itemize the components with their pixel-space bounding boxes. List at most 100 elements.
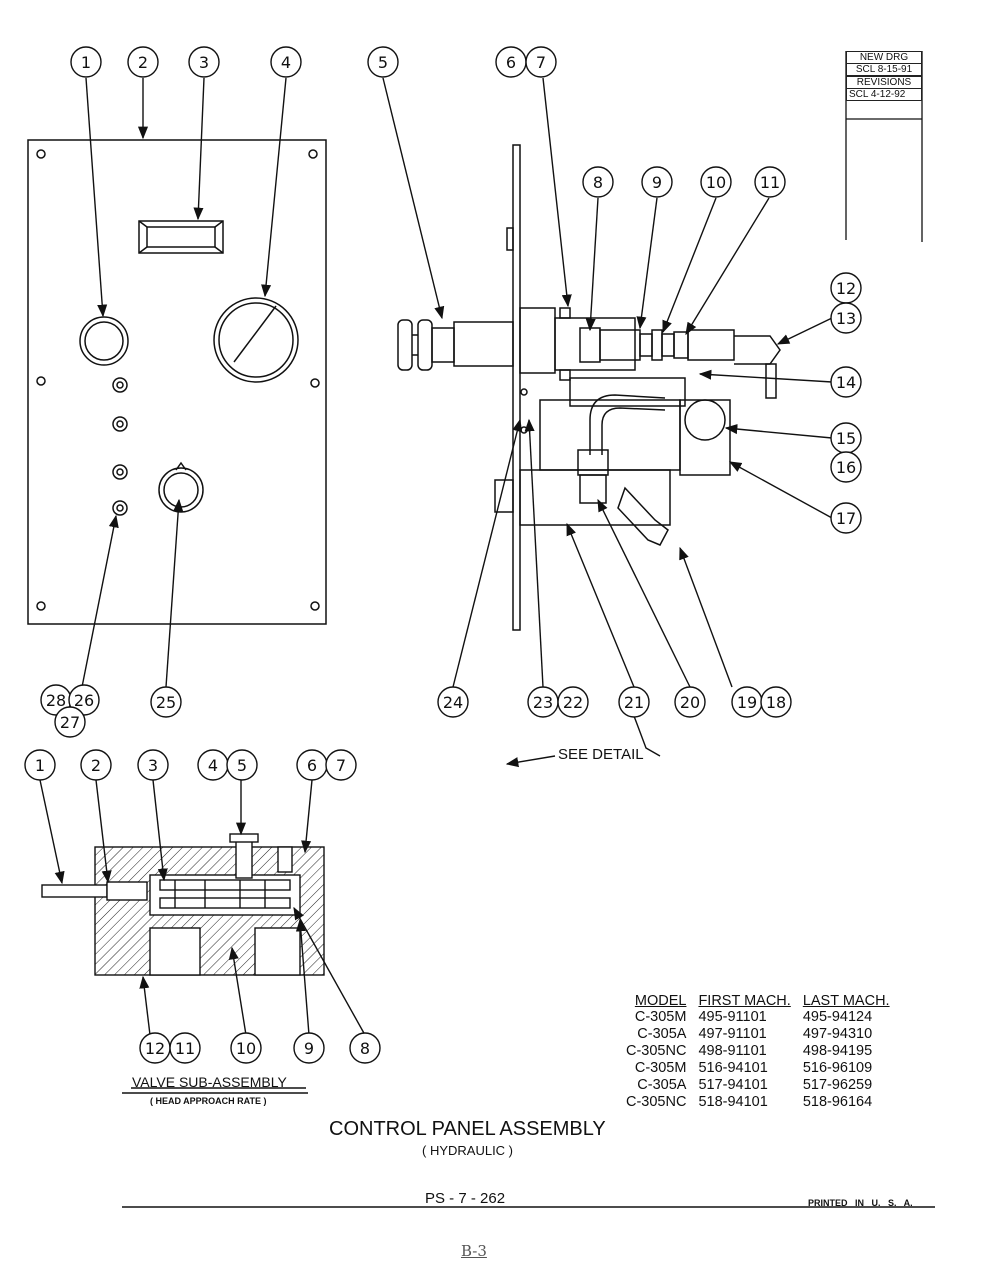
revision-block: NEW DRG SCL 8-15-91 REVISIONS SCL 4-12-9… [846, 51, 922, 101]
callout-9: 9 [641, 166, 673, 198]
svg-text:1: 1 [81, 53, 91, 72]
revision-1: SCL 4-12-92 [846, 88, 922, 101]
valve-sub-assembly-title: VALVE SUB-ASSEMBLY [132, 1074, 287, 1090]
svg-text:23: 23 [533, 693, 553, 712]
model-table: MODEL FIRST MACH. LAST MACH. C-305M 495-… [620, 993, 896, 1111]
page-number: B-3 [461, 1242, 487, 1260]
svg-text:8: 8 [360, 1039, 370, 1058]
svg-text:2: 2 [138, 53, 148, 72]
detail-callout-7: 7 [325, 749, 357, 781]
callout-7: 7 [525, 46, 557, 78]
callout-27: 27 [54, 706, 86, 738]
callout-15: 15 [830, 422, 862, 454]
svg-text:7: 7 [336, 756, 346, 775]
callout-25: 25 [150, 686, 182, 718]
callout-19: 19 [731, 686, 763, 718]
table-row: C-305A 497-91101 497-94310 [637, 1026, 873, 1042]
svg-text:22: 22 [563, 693, 583, 712]
new-drg-date: SCL 8-15-91 [846, 63, 922, 75]
detail-callout-12: 12 [139, 1032, 171, 1064]
svg-text:8: 8 [593, 173, 603, 192]
valve-sub-assembly-subtitle: ( HEAD APPROACH RATE ) [150, 1096, 267, 1106]
callout-16: 16 [830, 451, 862, 483]
table-row: C-305M 495-91101 495-94124 [634, 1009, 873, 1025]
header-model: MODEL [634, 993, 687, 1009]
svg-text:5: 5 [237, 756, 247, 775]
detail-callout-2: 2 [80, 749, 112, 781]
detail-callout-5: 5 [226, 749, 258, 781]
callout-21: 21 [618, 686, 650, 718]
drawing-number: PS - 7 - 262 [425, 1190, 506, 1207]
svg-text:27: 27 [60, 713, 80, 732]
callout-22: 22 [557, 686, 589, 718]
callout-14: 14 [830, 366, 862, 398]
svg-text:6: 6 [506, 53, 516, 72]
balloons-detail: 1 2 3 4 5 6 7 8 9 10 12 11 [24, 749, 381, 1064]
see-detail-label: SEE DETAIL [558, 746, 644, 763]
printed-in-usa: PRINTED IN U. S. A. [808, 1198, 913, 1208]
svg-text:17: 17 [836, 509, 856, 528]
svg-text:21: 21 [624, 693, 644, 712]
table-row: C-305M 516-94101 516-96109 [634, 1060, 873, 1076]
svg-text:6: 6 [307, 756, 317, 775]
detail-callout-9: 9 [293, 1032, 325, 1064]
svg-text:5: 5 [378, 53, 388, 72]
svg-text:4: 4 [281, 53, 291, 72]
svg-text:7: 7 [536, 53, 546, 72]
table-row: C-305A 517-94101 517-96259 [637, 1077, 873, 1093]
svg-text:19: 19 [737, 693, 757, 712]
svg-text:1: 1 [35, 756, 45, 775]
detail-callout-11: 11 [169, 1032, 201, 1064]
svg-text:28: 28 [46, 691, 66, 710]
main-subtitle: ( HYDRAULIC ) [422, 1143, 514, 1158]
detail-callout-10: 10 [230, 1032, 262, 1064]
svg-text:16: 16 [836, 458, 856, 477]
callout-13: 13 [830, 302, 862, 334]
svg-text:20: 20 [680, 693, 700, 712]
revisions-label: REVISIONS [846, 75, 922, 88]
callout-6: 6 [495, 46, 527, 78]
leader-lines [39, 77, 935, 1208]
header-last-mach: LAST MACH. [802, 993, 890, 1009]
callout-4: 4 [270, 46, 302, 78]
table-row: C-305NC 518-94101 518-96164 [626, 1094, 873, 1110]
svg-text:9: 9 [652, 173, 662, 192]
balloons-top: 1 2 3 4 5 6 7 8 9 10 11 12 13 14 15 16 1… [40, 46, 862, 738]
svg-text:3: 3 [199, 53, 209, 72]
callout-17: 17 [830, 502, 862, 534]
svg-text:10: 10 [706, 173, 726, 192]
callout-10: 10 [700, 166, 732, 198]
svg-text:13: 13 [836, 309, 856, 328]
callout-8: 8 [582, 166, 614, 198]
svg-text:14: 14 [836, 373, 856, 392]
callout-24: 24 [437, 686, 469, 718]
side-view-assembly [397, 144, 781, 631]
svg-text:11: 11 [175, 1039, 195, 1058]
callout-11: 11 [754, 166, 786, 198]
svg-text:4: 4 [208, 756, 218, 775]
svg-text:10: 10 [236, 1039, 256, 1058]
detail-callout-8: 8 [349, 1032, 381, 1064]
table-row: C-305NC 498-91101 498-94195 [626, 1043, 873, 1059]
svg-text:12: 12 [836, 279, 856, 298]
callout-3: 3 [188, 46, 220, 78]
main-title: CONTROL PANEL ASSEMBLY [329, 1118, 606, 1140]
callout-18: 18 [760, 686, 792, 718]
callout-12: 12 [830, 272, 862, 304]
front-panel [27, 139, 327, 625]
detail-callout-3: 3 [137, 749, 169, 781]
callout-23: 23 [527, 686, 559, 718]
svg-text:25: 25 [156, 693, 176, 712]
svg-text:2: 2 [91, 756, 101, 775]
detail-callout-6: 6 [296, 749, 328, 781]
header-first-mach: FIRST MACH. [698, 993, 791, 1009]
svg-text:9: 9 [304, 1039, 314, 1058]
detail-callout-4: 4 [197, 749, 229, 781]
valve-section [41, 833, 325, 976]
callout-5: 5 [367, 46, 399, 78]
svg-text:3: 3 [148, 756, 158, 775]
svg-text:18: 18 [766, 693, 786, 712]
callout-1: 1 [70, 46, 102, 78]
new-drg-label: NEW DRG [846, 51, 922, 63]
